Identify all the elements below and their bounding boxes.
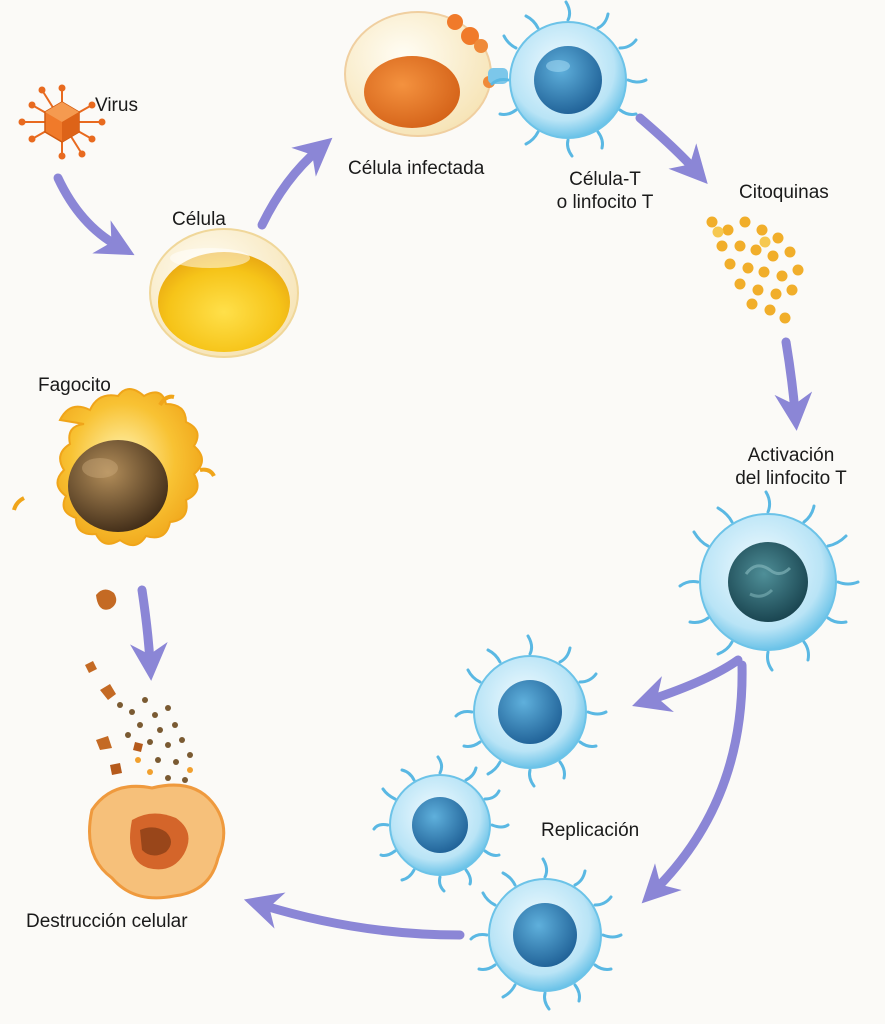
label-celula-t-line1: Célula-T	[569, 169, 641, 190]
activated-t-cell	[678, 490, 860, 672]
label-celula-t: Célula-T o linfocito T	[530, 168, 680, 214]
arrow-activation-to-replica-top	[632, 655, 743, 712]
virus-icon	[18, 84, 106, 160]
cytokines-cluster	[706, 216, 804, 324]
label-celula-t-line2: o linfocito T	[556, 192, 654, 213]
arrow-cytokines-to-activation	[774, 337, 813, 431]
label-celula: Célula	[172, 209, 226, 230]
arrow-activation-to-replica-bottom	[641, 660, 747, 904]
arrow-tcell-to-cytokines	[635, 113, 708, 184]
label-virus: Virus	[95, 95, 138, 116]
label-destruccion: Destrucción celular	[26, 911, 188, 932]
replicated-t-cell-3	[469, 857, 623, 1011]
arrow-phagocyte-to-destruction	[129, 585, 168, 681]
label-activacion-line2: del linfocito T	[735, 468, 847, 489]
label-fagocito: Fagocito	[38, 375, 111, 396]
arrow-virus-to-cell	[53, 173, 135, 256]
arrow-replica-to-destruction	[243, 892, 465, 940]
destroyed-cell	[88, 783, 226, 900]
replicated-t-cell-2	[372, 755, 510, 893]
label-activacion: Activación del linfocito T	[716, 444, 866, 490]
label-activacion-line1: Activación	[747, 445, 835, 466]
t-cell	[490, 0, 648, 158]
label-celula-infectada: Célula infectada	[348, 158, 485, 179]
label-replicacion: Replicación	[541, 820, 640, 841]
phagocyte	[12, 388, 216, 610]
infected-cell	[344, 11, 508, 137]
replicated-t-cell-1	[454, 634, 608, 788]
label-citoquinas: Citoquinas	[739, 182, 829, 203]
arrow-cell-to-infected	[257, 137, 333, 230]
debris-particles	[85, 661, 195, 808]
healthy-cell	[149, 228, 299, 358]
arrows	[53, 113, 813, 940]
